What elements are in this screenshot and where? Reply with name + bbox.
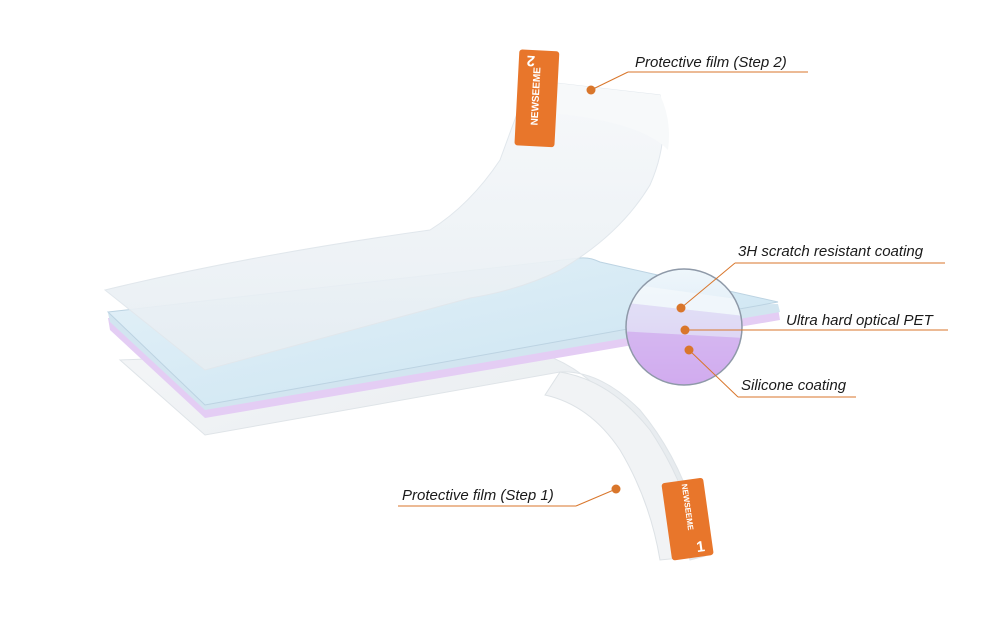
callout-dot <box>676 303 686 313</box>
label-silicone-coating: Silicone coating <box>741 377 847 394</box>
callout-dot <box>680 325 690 335</box>
tab-step2-body <box>514 49 560 148</box>
callout-scratch-coating: 3H scratch resistant coating <box>676 243 945 313</box>
tab-step1-number: 1 <box>695 538 706 556</box>
tab-step1[interactable]: NEWSEEME 1 <box>661 477 714 561</box>
label-film-step2: Protective film (Step 2) <box>635 54 787 71</box>
tab-step2-brand: NEWSEEME <box>529 67 543 126</box>
callout-dot <box>586 85 596 95</box>
tab-step2-number: 2 <box>526 52 535 69</box>
callout-silicone-coating: Silicone coating <box>684 345 856 398</box>
label-film-step1: Protective film (Step 1) <box>402 487 554 504</box>
callout-dot <box>684 345 694 355</box>
label-optical-pet: Ultra hard optical PET <box>786 312 935 329</box>
callout-film-step2: Protective film (Step 2) <box>586 54 808 95</box>
lens-ring <box>625 268 743 386</box>
callout-dot <box>611 484 621 494</box>
callout-film-step1: Protective film (Step 1) <box>398 484 621 507</box>
label-scratch-coating: 3H scratch resistant coating <box>738 243 924 260</box>
callout-optical-pet: Ultra hard optical PET <box>680 312 948 335</box>
tab-step2[interactable]: 2 NEWSEEME <box>514 49 560 148</box>
tab-step1-body <box>661 477 714 561</box>
